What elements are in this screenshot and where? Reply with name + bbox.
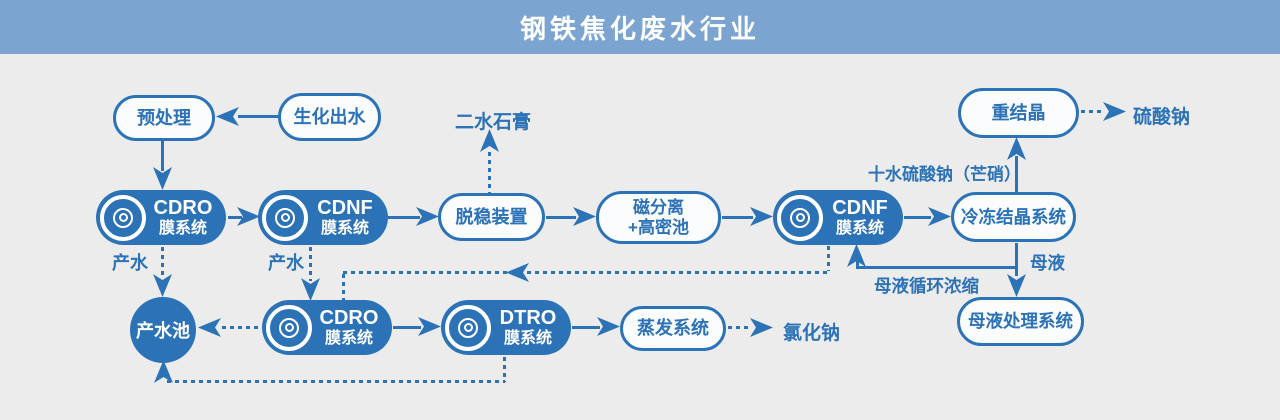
membrane-icon — [100, 194, 146, 241]
arrow-line-cdro2-to-dtro — [393, 326, 421, 329]
node-magnetic-separation: 磁分离 +高密池 — [596, 191, 721, 244]
node-product-water-pool-label: 产水池 — [136, 321, 190, 341]
arrowhead-right-icon — [597, 317, 620, 336]
arrow-line-pretreatment-to-cdro1 — [161, 141, 164, 171]
arrowhead-right-icon — [1103, 102, 1126, 121]
dashed-return-dtro-drop — [503, 357, 506, 382]
node-pretreatment: 预处理 — [113, 95, 215, 141]
dashed-line-recrystallization-to-sodium-sulfate — [1081, 110, 1105, 113]
arrowhead-up-icon — [154, 360, 173, 383]
node-cdro-1: CDRO 膜系统 — [96, 190, 226, 245]
label-product-water-2: 产水 — [268, 253, 304, 273]
node-cdnf-2: CDNF 膜系统 — [773, 190, 903, 245]
arrow-line-destabilizer-to-magnetic — [546, 216, 576, 219]
arrow-line-dtro-to-evaporation — [572, 326, 600, 329]
line-mother-liquor-recycle-v — [856, 257, 859, 269]
arrowhead-right-icon — [573, 207, 596, 226]
node-mother-liquor-treatment: 母液处理系统 — [957, 297, 1084, 346]
node-freeze-crystallization: 冷冻结晶系统 — [951, 192, 1076, 242]
node-cdro-1-label: CDRO 膜系统 — [153, 196, 213, 237]
label-mother-liquor: 母液 — [1030, 253, 1065, 273]
dashed-return-dtro-horizontal — [167, 380, 505, 383]
node-cdnf-1: CDNF 膜系统 — [258, 190, 388, 245]
node-recrystallization: 重结晶 — [958, 88, 1079, 138]
node-destabilizer-label: 脱稳装置 — [455, 206, 528, 227]
node-destabilizer: 脱稳装置 — [438, 193, 545, 241]
dashed-line-destabilizer-to-gypsum — [488, 152, 491, 193]
node-bio-effluent: 生化出水 — [278, 93, 381, 141]
membrane-icon — [266, 304, 312, 351]
arrow-line-bio-to-pretreatment — [238, 115, 278, 118]
node-cdro-2: CDRO 膜系统 — [262, 300, 392, 355]
dashed-return-cdnf2-drop — [827, 246, 830, 271]
dashed-return-into-cdro2 — [342, 274, 345, 300]
node-product-water-pool: 产水池 — [130, 297, 196, 363]
node-cdnf-1-label: CDNF 膜系统 — [317, 196, 373, 237]
label-sodium-chloride: 氯化钠 — [783, 323, 841, 344]
node-bio-effluent-label: 生化出水 — [293, 106, 366, 127]
dashed-line-evaporation-to-nacl — [728, 326, 752, 329]
node-dtro: DTRO 膜系统 — [441, 300, 571, 355]
node-cdro-2-label: CDRO 膜系统 — [319, 306, 379, 347]
arrowhead-left-icon — [198, 318, 221, 337]
arrowhead-right-icon — [928, 207, 951, 226]
arrow-line-magnetic-to-cdnf2 — [722, 216, 753, 219]
arrow-line-freeze-to-recrystallization — [1015, 156, 1018, 192]
arrow-line-cdro1-to-cdnf1 — [228, 216, 242, 219]
dashed-line-cdro1-product-water — [161, 247, 164, 277]
line-mother-liquor-recycle-h — [858, 266, 1018, 269]
node-mother-liquor-treatment-label: 母液处理系统 — [968, 311, 1073, 332]
arrowhead-right-icon — [750, 207, 773, 226]
node-magnetic-separation-line2: +高密池 — [628, 217, 689, 237]
node-recrystallization-label: 重结晶 — [991, 102, 1046, 123]
node-evaporation-label: 蒸发系统 — [637, 318, 709, 339]
node-evaporation: 蒸发系统 — [620, 306, 726, 351]
arrowhead-right-icon — [750, 318, 773, 337]
arrow-line-cdnf2-to-freeze — [904, 216, 931, 219]
arrowhead-right-icon — [418, 317, 441, 336]
dashed-return-horizontal — [343, 271, 829, 274]
page-title: 钢铁焦化废水行业 — [519, 13, 760, 44]
dashed-line-cdro2-to-pool — [222, 326, 262, 329]
label-product-water-1: 产水 — [112, 253, 148, 273]
arrowhead-left-icon — [216, 107, 239, 126]
arrow-line-cdnf1-to-destabilizer — [388, 216, 420, 219]
membrane-icon — [262, 194, 308, 241]
membrane-icon — [445, 304, 491, 351]
arrowhead-down-icon — [1007, 274, 1026, 297]
node-magnetic-separation-line1: 磁分离 — [633, 197, 684, 217]
label-glauber-salt: 十水硫酸钠（芒硝） — [868, 165, 1021, 184]
label-mother-liquor-cycle: 母液循环浓缩 — [874, 276, 979, 296]
node-dtro-label: DTRO 膜系统 — [499, 306, 557, 347]
arrow-line-freeze-to-mother-liquor — [1015, 243, 1018, 276]
dashed-line-cdnf1-product-water — [309, 247, 312, 281]
label-sodium-sulfate: 硫酸钠 — [1133, 107, 1191, 128]
node-cdnf-2-label: CDNF 膜系统 — [832, 196, 888, 237]
membrane-icon — [777, 194, 823, 241]
node-pretreatment-label: 预处理 — [137, 107, 191, 128]
arrowhead-down-icon — [301, 278, 320, 301]
header-banner: 钢铁焦化废水行业 — [0, 0, 1280, 54]
node-freeze-crystallization-label: 冷冻结晶系统 — [961, 206, 1066, 227]
label-gypsum: 二水石膏 — [455, 112, 532, 133]
arrowhead-down-icon — [153, 274, 172, 297]
